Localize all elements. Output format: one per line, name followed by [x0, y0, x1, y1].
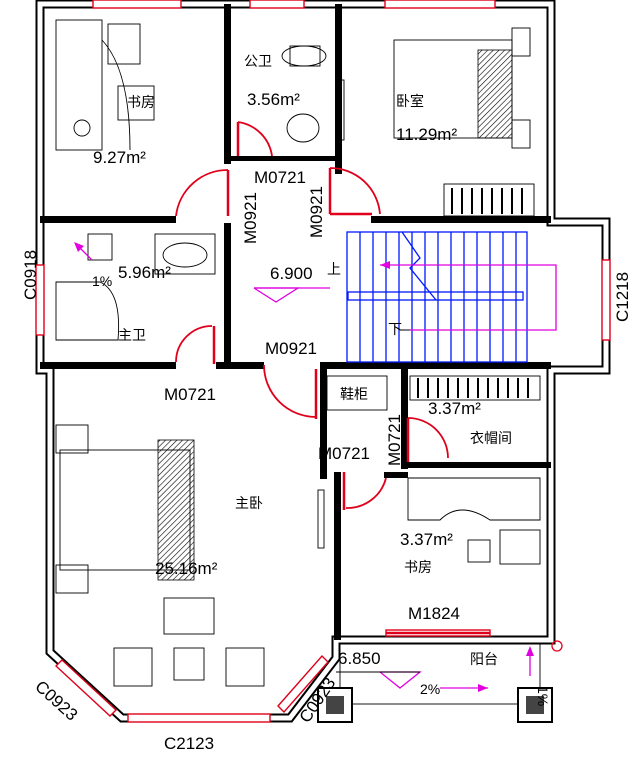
staircase: [346, 231, 557, 363]
windows: [35, 0, 611, 723]
level-labels: 6.900 上 下 6.850 2% 1% 1%: [92, 261, 551, 706]
room-name-study-se: 书房: [404, 559, 432, 575]
room-name-public-bath: 公卫: [244, 53, 272, 69]
window-left-master-bath: [35, 264, 45, 336]
furniture: [55, 19, 563, 723]
room-area-master-bath: 5.96m²: [118, 263, 171, 282]
slope-balcony: 2%: [420, 681, 440, 697]
room-name-bedroom: 卧室: [396, 93, 424, 109]
slope-master-bath: 1%: [92, 273, 112, 289]
master-bed-linen: [157, 439, 195, 581]
window-right-stair: [601, 259, 611, 341]
room-area-bedroom: 11.29m²: [396, 125, 457, 144]
door-label-master-bath: M0721: [164, 385, 216, 404]
level-balcony: 6.850: [338, 649, 381, 668]
room-name-master-bath: 主卫: [118, 327, 146, 343]
door-label-public-bath: M0721: [254, 168, 306, 187]
window-bay-bottom: [127, 713, 271, 723]
window-top-bath: [249, 0, 305, 9]
slope-balcony-drain: 1%: [535, 686, 551, 706]
room-name-master-bedroom: 主卧: [235, 495, 263, 511]
doors: [175, 121, 490, 635]
window-top-study: [92, 0, 182, 9]
stair-up-label: 上: [327, 261, 341, 277]
room-name-cloakroom: 衣帽间: [470, 430, 512, 446]
exterior-walls: [35, 0, 611, 723]
room-name-study-nw: 书房: [127, 94, 155, 110]
door-label-balcony: M1824: [408, 604, 460, 623]
door-label-cloakroom: M0721: [385, 414, 404, 466]
window-label-left: C0918: [21, 250, 40, 300]
room-area-study-se: 3.37m²: [400, 530, 453, 549]
door-label-master-bedroom: M0921: [265, 339, 317, 358]
room-name-shoe-cabinet: 鞋柜: [340, 386, 368, 402]
room-area-master-bedroom: 25.16m²: [155, 559, 218, 578]
stair-down-label: 下: [388, 321, 402, 337]
room-area-cloakroom: 3.37m²: [428, 399, 481, 418]
room-area-study-nw: 9.27m²: [93, 148, 146, 167]
room-name-balcony: 阳台: [470, 651, 498, 667]
room-area-public-bath: 3.56m²: [247, 90, 300, 109]
interior-walls: [40, 4, 551, 640]
room-labels: 书房 9.27m² 公卫 3.56m² 卧室 11.29m² 5.96m² 主卫…: [93, 53, 512, 667]
door-label-hall-left: M0921: [241, 192, 260, 244]
window-label-bay-bottom: C2123: [164, 734, 214, 753]
door-labels: M0721 M0921 M0921 M0721 M0921 M0721 M072…: [164, 168, 460, 623]
window-top-bedroom: [384, 0, 496, 9]
window-bay-left: [54, 659, 118, 717]
door-label-hall-right: M0921: [307, 186, 326, 238]
level-hall: 6.900: [270, 264, 313, 283]
door-label-study-se: M0721: [318, 444, 370, 463]
window-label-bay-left: C0923: [31, 677, 81, 725]
window-bay-right: [277, 654, 329, 714]
annotations: [74, 242, 534, 692]
window-label-right: C1218: [613, 272, 632, 322]
bed-linen: [477, 49, 513, 139]
